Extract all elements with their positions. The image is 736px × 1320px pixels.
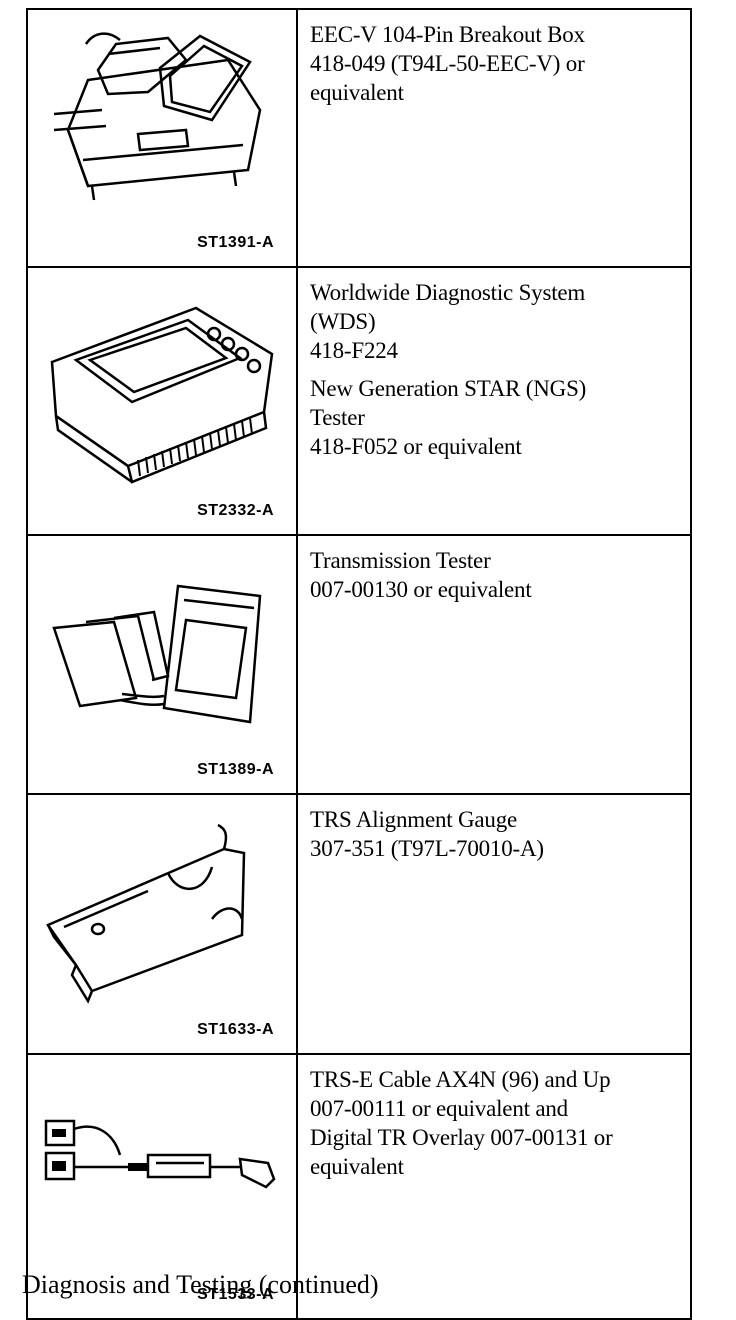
tool-number: 418-F224 <box>310 338 398 363</box>
alignment-gauge-icon <box>46 823 246 1004</box>
figure-code: ST2332-A <box>197 502 274 519</box>
tool-note: equivalent <box>310 1154 404 1179</box>
special-tools-table: ST1391-A EEC-V 104-Pin Breakout Box 418-… <box>26 8 692 1320</box>
tool-overlay: Digital TR Overlay 007-00131 or <box>310 1125 613 1150</box>
tool-name: TRS-E Cable AX4N (96) and Up <box>310 1067 611 1092</box>
figure-code: ST1389-A <box>197 761 274 778</box>
tool-name: TRS Alignment Gauge <box>310 807 518 832</box>
tool-row: ST1633-A TRS Alignment Gauge 307-351 (T9… <box>26 793 692 1055</box>
tool-number: 307-351 (T97L-70010-A) <box>310 836 544 861</box>
tool-number: 007-00111 or equivalent and <box>310 1096 568 1121</box>
transmission-tester-card-icon <box>52 584 262 724</box>
figure-code: ST1633-A <box>197 1021 274 1038</box>
tool-name: Worldwide Diagnostic System <box>310 280 586 305</box>
tool-name: EEC-V 104-Pin Breakout Box <box>310 22 585 47</box>
tool-description-cell: Worldwide Diagnostic System (WDS) 418-F2… <box>296 266 692 536</box>
tool-name: Transmission Tester <box>310 548 491 573</box>
tool-alt-number: 418-F052 or equivalent <box>310 434 522 459</box>
breakout-box-icon <box>53 32 262 201</box>
tool-description-cell: TRS Alignment Gauge 307-351 (T97L-70010-… <box>296 793 692 1055</box>
tool-number: 418-049 (T94L-50-EEC-V) or <box>310 51 585 76</box>
tool-note: equivalent <box>310 80 404 105</box>
figure-code: ST1391-A <box>197 234 274 251</box>
tool-description-cell: Transmission Tester 007-00130 or equival… <box>296 534 692 795</box>
cable-connector-icon <box>44 1119 276 1189</box>
section-heading-footer: Diagnosis and Testing (continued) <box>22 1270 379 1299</box>
tool-row: ST1389-A Transmission Tester 007-00130 o… <box>26 534 692 795</box>
tool-illustration-cell: ST1389-A <box>26 534 298 795</box>
tool-illustration-cell: ST1391-A <box>26 8 298 268</box>
tool-illustration-cell: ST1533-A <box>26 1053 298 1320</box>
tool-row: ST1391-A EEC-V 104-Pin Breakout Box 418-… <box>26 8 692 268</box>
tool-illustration-cell: ST1633-A <box>26 793 298 1055</box>
tool-abbrev: (WDS) <box>310 309 376 334</box>
tool-alt-name-cont: Tester <box>310 405 365 430</box>
tool-description-cell: TRS-E Cable AX4N (96) and Up 007-00111 o… <box>296 1053 692 1320</box>
diagnostic-tester-icon <box>50 306 274 484</box>
tool-row: ST1533-A TRS-E Cable AX4N (96) and Up 00… <box>26 1053 692 1320</box>
tool-number: 007-00130 or equivalent <box>310 577 532 602</box>
tool-row: ST2332-A Worldwide Diagnostic System (WD… <box>26 266 692 536</box>
tool-illustration-cell: ST2332-A <box>26 266 298 536</box>
tool-alt-name: New Generation STAR (NGS) <box>310 376 587 401</box>
tool-description-cell: EEC-V 104-Pin Breakout Box 418-049 (T94L… <box>296 8 692 268</box>
